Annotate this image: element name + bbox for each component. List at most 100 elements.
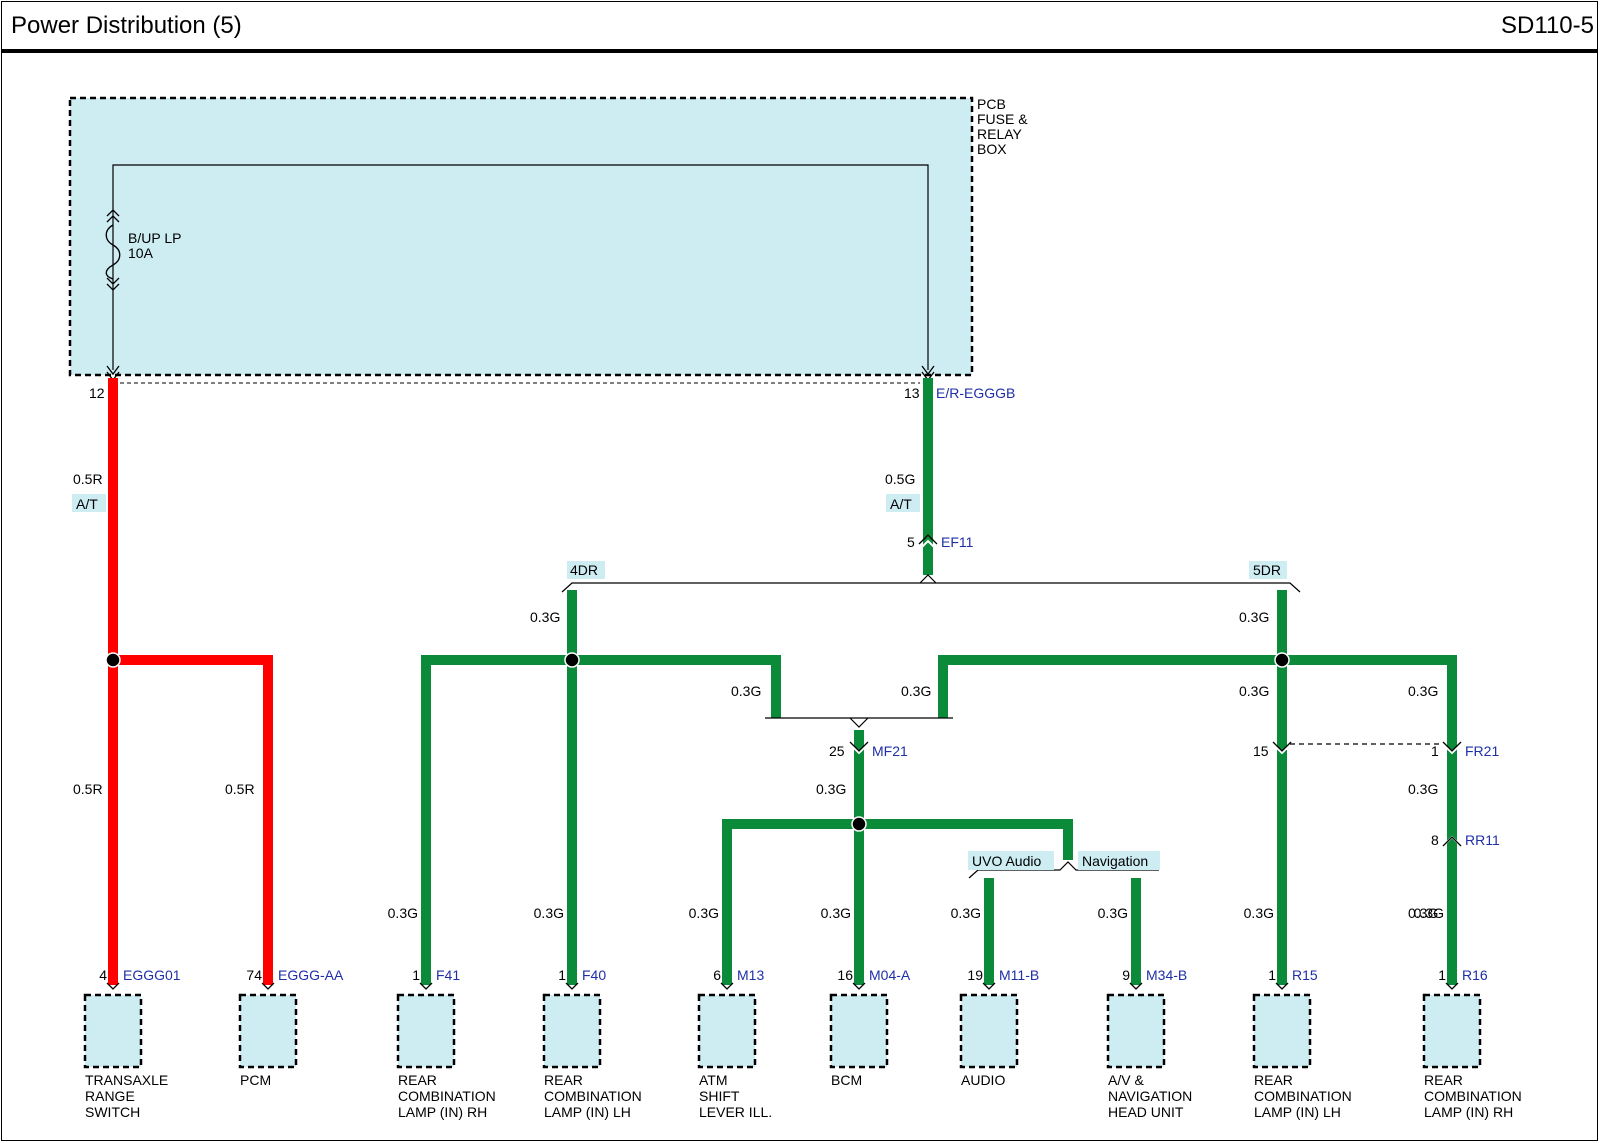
pin13-connector: E/R-EGGGB (936, 385, 1015, 401)
component-pin: 1 (558, 967, 566, 983)
component-name-line: ATM (699, 1072, 728, 1088)
component-connector: EGGG01 (123, 967, 181, 983)
component-wire-size: 0.3G (821, 905, 851, 921)
component-connector: M34-B (1146, 967, 1187, 983)
ef11-id: EF11 (941, 534, 974, 550)
component-pin: 74 (246, 967, 262, 983)
option-4dr: 4DR (570, 562, 598, 578)
component-connector: R15 (1292, 967, 1318, 983)
option-nav: Navigation (1082, 853, 1148, 869)
pin13-label: 13 (904, 385, 920, 401)
pin-arrow (1275, 982, 1289, 990)
option-nav-box (1078, 851, 1160, 870)
wire-5dr-a-size: 0.3G (1239, 683, 1269, 699)
component-box (1422, 993, 1482, 1069)
component-connector: M11-B (999, 967, 1039, 983)
component-box (829, 993, 889, 1069)
pcb-fuse-relay-box (68, 96, 974, 377)
pcb-box-label-4: BOX (977, 141, 1007, 157)
green-option-box (886, 494, 920, 512)
component-name-line: BCM (831, 1072, 862, 1088)
red-right-size: 0.5R (225, 781, 255, 797)
ef11-pin: 5 (907, 534, 915, 550)
green-option-label: A/T (890, 496, 912, 512)
component-name-line: SHIFT (699, 1088, 740, 1104)
red-option-box (72, 494, 106, 512)
pin-arrow (852, 982, 866, 990)
component-pin: 16 (837, 967, 853, 983)
component-wire-size: 0.3G (1414, 905, 1444, 921)
component-wire-size: 0.3G (689, 905, 719, 921)
fr21-id: FR21 (1465, 743, 1499, 759)
fuse-rating: 10A (128, 245, 154, 261)
mf21-pin: 25 (829, 743, 845, 759)
component-pin: 1 (412, 967, 420, 983)
component-connector: M13 (737, 967, 764, 983)
component-wire-size: 0.3G (1244, 905, 1274, 921)
fuse-symbol (105, 209, 121, 291)
component-name-line: COMBINATION (1254, 1088, 1352, 1104)
component-connector: M04-A (869, 967, 911, 983)
component-box (83, 993, 143, 1069)
splice-4dr (564, 652, 580, 668)
pin-arrow (982, 982, 996, 990)
wire-mid-left-size: 0.3G (731, 683, 761, 699)
header-rule (1, 49, 1598, 53)
thin-lines (561, 574, 1440, 879)
component-name-line: LAMP (IN) LH (544, 1104, 631, 1120)
pin-arrow (565, 982, 579, 990)
component-connector: R16 (1462, 967, 1488, 983)
green-wires (421, 378, 1457, 985)
green-main-size: 0.5G (885, 471, 915, 487)
component-name-line: COMBINATION (398, 1088, 496, 1104)
mf21-id: MF21 (872, 743, 908, 759)
red-option-label: A/T (76, 496, 98, 512)
rr11-id: RR11 (1465, 832, 1500, 848)
component-pin: 6 (713, 967, 721, 983)
wire-5dr-b-size: 0.3G (1408, 683, 1438, 699)
component-name-line: REAR (398, 1072, 437, 1088)
component-wire-size: 0.3G (951, 905, 981, 921)
component-name-line: RANGE (85, 1088, 135, 1104)
component-pin: 9 (1122, 967, 1130, 983)
pin-arrow (419, 982, 433, 990)
component-name-line: AUDIO (961, 1072, 1005, 1088)
component-name-line: A/V & (1108, 1072, 1144, 1088)
component-name-line: SWITCH (85, 1104, 140, 1120)
pin-arrow (720, 982, 734, 990)
wire-rr-top-size: 0.3G (1408, 781, 1438, 797)
option-4dr-box (567, 561, 605, 579)
pcb-box-label-2: FUSE & (977, 111, 1028, 127)
component-box (1106, 993, 1166, 1069)
option-uvo-box (968, 851, 1054, 870)
pin12-label: 12 (89, 385, 105, 401)
component-name-line: LAMP (IN) LH (1254, 1104, 1341, 1120)
fr21-pin-b: 1 (1431, 743, 1439, 759)
pcb-box-label-3: RELAY (977, 126, 1023, 142)
component-name-line: HEAD UNIT (1108, 1104, 1184, 1120)
splice-5dr (1274, 652, 1290, 668)
internal-bus (112, 164, 929, 370)
component-name-line: REAR (1254, 1072, 1293, 1088)
component-name-line: PCM (240, 1072, 271, 1088)
component-name-line: LAMP (IN) RH (398, 1104, 487, 1120)
component-pin: 4 (99, 967, 107, 983)
fr21-pin-a: 15 (1253, 743, 1269, 759)
wire-mid-right-size: 0.3G (901, 683, 931, 699)
component-name-line: LAMP (IN) RH (1424, 1104, 1513, 1120)
splice-mf (851, 816, 867, 832)
component-connector: F40 (582, 967, 606, 983)
component-box (1252, 993, 1312, 1069)
component-name-line: COMBINATION (544, 1088, 642, 1104)
pin-arrow (261, 982, 275, 990)
pcb-box-label-1: PCB (977, 96, 1006, 112)
fuse-name: B/UP LP (128, 230, 181, 246)
component-box (959, 993, 1019, 1069)
